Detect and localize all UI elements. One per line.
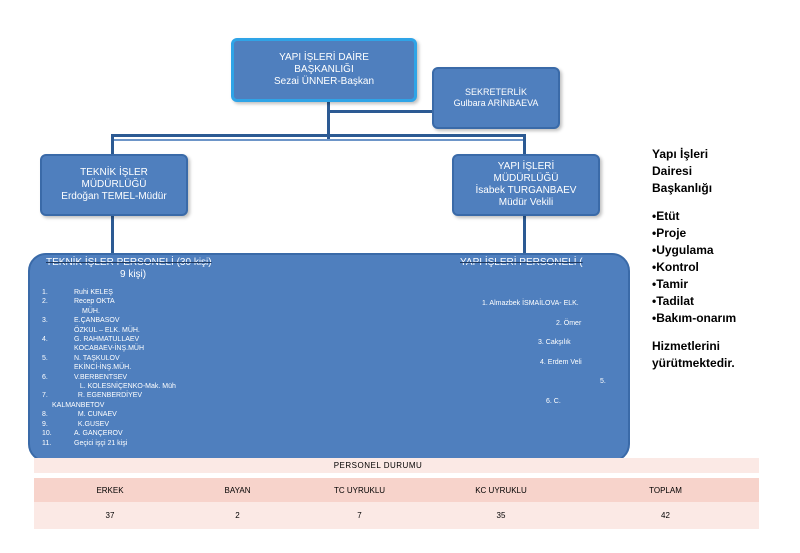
services-footer-line-1: Hizmetlerini bbox=[652, 339, 721, 353]
column-header-tc-citizen: TC UYRUKLU bbox=[289, 478, 430, 502]
personnel-panel: TEKNİK İŞLER PERSONELİ (30 kişi) 9 kişi)… bbox=[28, 253, 630, 462]
list-item: Kontrol bbox=[652, 259, 797, 276]
construction-directorate-box: YAPI İŞLERİ MÜDÜRLÜĞÜ İsabek TURGANBAEV … bbox=[452, 154, 600, 216]
list-item: 6. C. bbox=[546, 398, 561, 405]
table-row: 37 2 7 35 42 bbox=[34, 502, 759, 529]
technical-title-line-2: MÜDÜRLÜĞÜ bbox=[81, 179, 147, 190]
list-item: Tamir bbox=[652, 276, 797, 293]
list-item: 6.V.BERBENTSEV L. KOLESNİÇENKO-Mak. Müh bbox=[42, 373, 176, 391]
technical-title-line-1: TEKNİK İŞLER bbox=[80, 167, 148, 178]
services-description: Yapı İşleri Dairesi Başkanlığı Etüt Proj… bbox=[652, 146, 797, 372]
value-kg-citizen: 35 bbox=[430, 502, 572, 529]
secretariat-title: SEKRETERLİK bbox=[464, 87, 528, 97]
list-item: 5. bbox=[600, 378, 606, 385]
value-total: 42 bbox=[572, 502, 759, 529]
list-item: 11.Geçici işçi 21 kişi bbox=[42, 439, 128, 447]
list-item: 9. K.GUSEV bbox=[42, 420, 110, 428]
services-title-line-2: Dairesi bbox=[652, 164, 693, 178]
value-female: 2 bbox=[186, 502, 289, 529]
list-item: 2. Ömer bbox=[556, 320, 582, 327]
head-title-line-2: BAŞKANLIĞI bbox=[294, 64, 354, 75]
construction-personnel-header: YAPI İŞLERİ PERSONELİ ( bbox=[460, 257, 583, 268]
column-header-total: TOPLAM bbox=[572, 478, 759, 502]
connector-horizontal bbox=[112, 134, 526, 137]
connector-to-construction bbox=[523, 134, 526, 154]
list-item: 1.Ruhi KELEŞ bbox=[42, 289, 113, 296]
column-header-female: BAYAN bbox=[186, 478, 289, 502]
value-male: 37 bbox=[34, 502, 186, 529]
connector-horizontal-shadow bbox=[112, 139, 526, 141]
table-header-row: ERKEK BAYAN TC UYRUKLU KC UYRUKLU TOPLAM bbox=[34, 478, 759, 502]
construction-director: İsabek TURGANBAEV bbox=[475, 185, 577, 196]
department-head-box: YAPI İŞLERİ DAİRE BAŞKANLIĞI Sezai ÜNNER… bbox=[231, 38, 417, 102]
list-item: 4. Erdem Veli bbox=[540, 359, 582, 366]
table-title: PERSONEL DURUMU bbox=[34, 458, 572, 473]
construction-title-line-1: YAPI İŞLERİ bbox=[497, 161, 555, 172]
services-title-line-3: Başkanlığı bbox=[652, 181, 713, 195]
technical-director: Erdoğan TEMEL-Müdür bbox=[61, 191, 167, 202]
services-title-line-1: Yapı İşleri bbox=[652, 147, 709, 161]
connector-construction-down bbox=[523, 212, 526, 255]
column-header-kg-citizen: KC UYRUKLU bbox=[430, 478, 572, 502]
construction-director-role: Müdür Vekili bbox=[498, 197, 554, 208]
secretariat-box: SEKRETERLİK Gulbara ARİNBAEVA bbox=[432, 67, 560, 129]
connector-to-technical bbox=[111, 134, 114, 154]
value-tc-citizen: 7 bbox=[289, 502, 430, 529]
column-header-male: ERKEK bbox=[34, 478, 186, 502]
personnel-status-table: PERSONEL DURUMU ERKEK BAYAN TC UYRUKLU K… bbox=[34, 458, 759, 529]
list-item: Etüt bbox=[652, 208, 797, 225]
connector-to-secretariat bbox=[330, 110, 432, 113]
secretariat-name: Gulbara ARİNBAEVA bbox=[453, 98, 539, 108]
technical-directorate-box: TEKNİK İŞLER MÜDÜRLÜĞÜ Erdoğan TEMEL-Müd… bbox=[40, 154, 188, 216]
connector-head-down bbox=[327, 96, 330, 140]
technical-personnel-header: TEKNİK İŞLER PERSONELİ (30 kişi) bbox=[46, 257, 212, 268]
connector-technical-down bbox=[111, 212, 114, 255]
head-name: Sezai ÜNNER-Başkan bbox=[273, 76, 375, 87]
technical-personnel-header-cont: 9 kişi) bbox=[120, 269, 147, 280]
list-item: Tadilat bbox=[652, 293, 797, 310]
services-list: Etüt Proje Uygulama Kontrol Tamir Tadila… bbox=[652, 208, 797, 327]
services-footer-line-2: yürütmektedir. bbox=[652, 356, 735, 370]
list-item: 1. Almazbek İSMAİLOVA- ELK. bbox=[482, 300, 579, 307]
list-item: Uygulama bbox=[652, 242, 797, 259]
list-item: 3. Cakşılık bbox=[538, 339, 571, 346]
head-title-line-1: YAPI İŞLERİ DAİRE bbox=[279, 52, 369, 63]
list-item: 10.A. GANÇEROV bbox=[42, 430, 123, 438]
list-item: 8. M. CUNAEV bbox=[42, 411, 117, 419]
list-item: Bakım-onarım bbox=[652, 310, 797, 327]
construction-title-line-2: MÜDÜRLÜĞÜ bbox=[493, 173, 559, 184]
list-item: Proje bbox=[652, 225, 797, 242]
